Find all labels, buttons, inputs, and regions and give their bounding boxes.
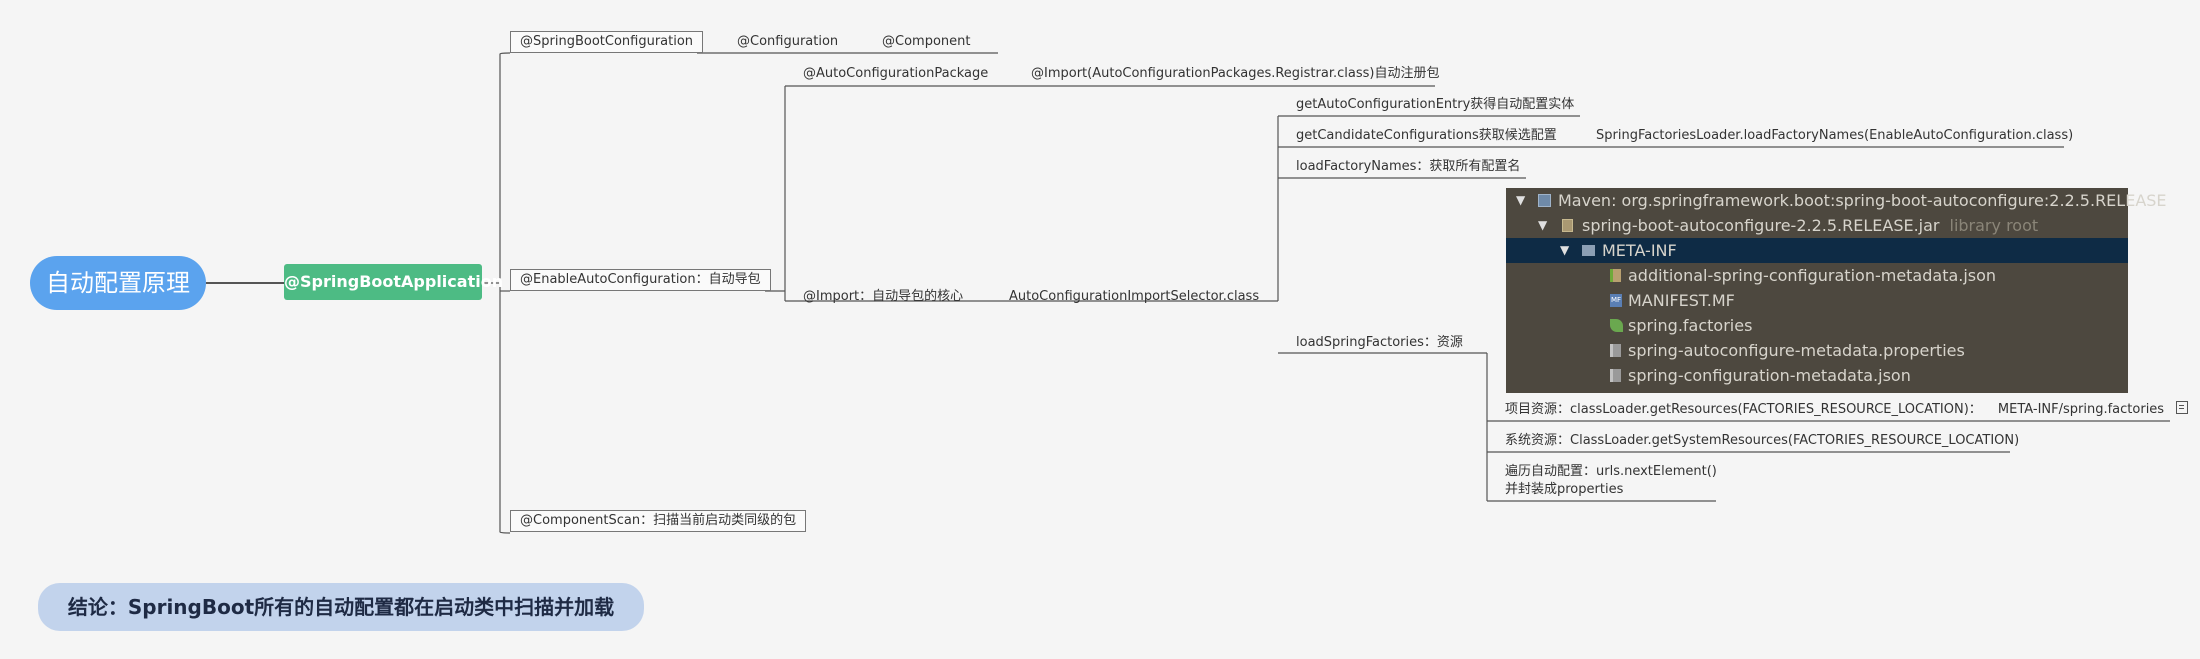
json-file-icon bbox=[1610, 269, 1621, 282]
note-icon[interactable] bbox=[2176, 401, 2189, 414]
library-root-note: library root bbox=[1949, 216, 2039, 235]
configuration-node[interactable]: @Configuration bbox=[737, 34, 839, 49]
project-resources-node[interactable]: 项目资源：classLoader.getResources(FACTORIES_… bbox=[1505, 401, 2189, 419]
ide-file-label: additional-spring-configuration-metadata… bbox=[1628, 266, 1997, 285]
connector-main-componentscan bbox=[499, 531, 511, 534]
system-resources-node[interactable]: 系统资源：ClassLoader.getSystemResources(FACT… bbox=[1505, 433, 2020, 448]
connector-main-springbootconfiguration bbox=[499, 52, 511, 55]
componentscan-node[interactable]: @ComponentScan：扫描当前启动类同级的包 bbox=[510, 510, 807, 532]
ide-row-jar: ▼ spring-boot-autoconfigure-2.2.5.RELEAS… bbox=[1506, 213, 2128, 238]
ide-row-file: spring.factories bbox=[1506, 313, 2128, 338]
import-core-node[interactable]: @Import：自动导包的核心 bbox=[803, 289, 964, 304]
autoconfigurationpackage-node[interactable]: @AutoConfigurationPackage bbox=[803, 66, 989, 81]
ide-maven-label: Maven: org.springframework.boot:spring-b… bbox=[1558, 191, 2167, 210]
triangle-down-icon: ▼ bbox=[1560, 243, 1570, 257]
project-resources-label: 项目资源：classLoader.getResources(FACTORIES_… bbox=[1505, 402, 1982, 417]
ide-row-file: MF MANIFEST.MF bbox=[1506, 288, 2128, 313]
spring-leaf-icon bbox=[1610, 319, 1623, 332]
enableautoconfiguration-node[interactable]: @EnableAutoConfiguration：自动导包 bbox=[510, 269, 771, 291]
import-registrar-node[interactable]: @Import(AutoConfigurationPackages.Regist… bbox=[1031, 66, 1440, 81]
iterate-line-1: 遍历自动配置：urls.nextElement() bbox=[1505, 464, 1717, 479]
connector-main-trunk bbox=[482, 54, 501, 532]
import-selector-node[interactable]: AutoConfigurationImportSelector.class bbox=[1009, 289, 1260, 304]
ide-file-label: MANIFEST.MF bbox=[1628, 291, 1735, 310]
springbootapplication-node[interactable]: @SpringBootApplication bbox=[284, 264, 503, 300]
conclusion-note[interactable]: 结论：SpringBoot所有的自动配置都在启动类中扫描并加载 bbox=[38, 583, 644, 631]
ide-meta-inf-label: META-INF bbox=[1602, 241, 1677, 260]
maven-library-icon bbox=[1538, 194, 1551, 207]
manifest-file-icon: MF bbox=[1610, 294, 1622, 307]
load-spring-factories-node[interactable]: loadSpringFactories：资源 bbox=[1296, 335, 1463, 350]
properties-file-icon bbox=[1610, 344, 1621, 357]
json-file-icon bbox=[1610, 369, 1621, 382]
load-factory-names-node[interactable]: loadFactoryNames：获取所有配置名 bbox=[1296, 159, 1521, 174]
springbootconfiguration-node[interactable]: @SpringBootConfiguration bbox=[510, 31, 704, 53]
ide-jar-label: spring-boot-autoconfigure-2.2.5.RELEASE.… bbox=[1582, 216, 2039, 235]
iterate-line-2: 并封装成properties bbox=[1505, 482, 1624, 497]
jar-icon bbox=[1562, 219, 1573, 232]
triangle-down-icon: ▼ bbox=[1516, 193, 1526, 207]
ide-project-tree-image: ▼ Maven: org.springframework.boot:spring… bbox=[1506, 188, 2167, 393]
factories-loader-node[interactable]: SpringFactoriesLoader.loadFactoryNames(E… bbox=[1596, 128, 2074, 143]
ide-file-label: spring.factories bbox=[1628, 316, 1753, 335]
root-node[interactable]: 自动配置原理 bbox=[30, 256, 206, 310]
component-node[interactable]: @Component bbox=[882, 34, 971, 49]
ide-row-file: spring-configuration-metadata.json bbox=[1506, 363, 2128, 388]
ide-row-maven: ▼ Maven: org.springframework.boot:spring… bbox=[1506, 188, 2167, 213]
ide-file-label: spring-configuration-metadata.json bbox=[1628, 366, 1911, 385]
ide-row-meta-inf: ▼ META-INF bbox=[1506, 238, 2128, 263]
get-entry-node[interactable]: getAutoConfigurationEntry获得自动配置实体 bbox=[1296, 97, 1575, 112]
connector-enable-children bbox=[765, 86, 786, 301]
ide-row-file: additional-spring-configuration-metadata… bbox=[1506, 263, 2128, 288]
ide-row-file: spring-autoconfigure-metadata.properties bbox=[1506, 338, 2128, 363]
get-candidates-node[interactable]: getCandidateConfigurations获取候选配置 bbox=[1296, 128, 1557, 143]
folder-icon bbox=[1582, 245, 1595, 256]
ide-file-label: spring-autoconfigure-metadata.properties bbox=[1628, 341, 1965, 360]
iterate-node[interactable]: 遍历自动配置：urls.nextElement() 并封装成properties bbox=[1505, 463, 1717, 499]
meta-inf-spring-factories-label: META-INF/spring.factories bbox=[1997, 402, 2165, 417]
triangle-down-icon: ▼ bbox=[1538, 218, 1548, 232]
